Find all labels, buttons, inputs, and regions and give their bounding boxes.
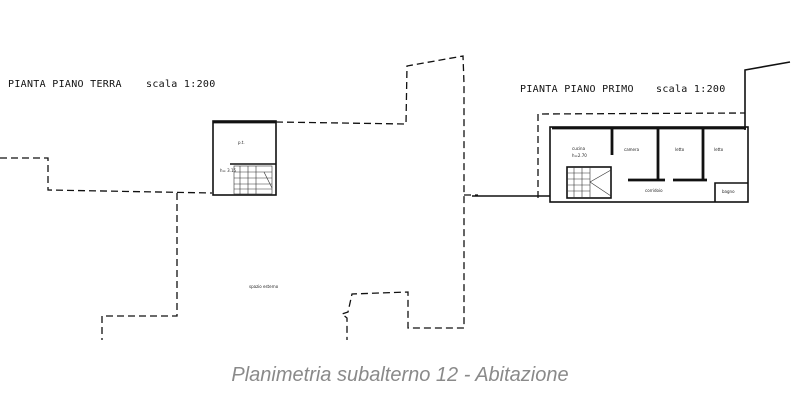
room-height-label: h=2.70 xyxy=(572,153,587,158)
property-boundary-right xyxy=(275,55,465,340)
caption: Planimetria subalterno 12 - Abitazione xyxy=(231,364,569,386)
staircase-ground xyxy=(233,165,273,195)
neighbour-boundary xyxy=(744,61,791,130)
property-boundary-lower-left xyxy=(101,193,178,340)
first-floor-plan: PIANTA PIANO PRIMO scala 1:200 cucina h=… xyxy=(472,61,791,203)
bathroom-wall xyxy=(714,182,748,202)
courtyard-label: spazio esterno xyxy=(249,284,279,289)
room-label-bathroom: bagno xyxy=(722,189,735,194)
ground-floor-plan: PIANTA PIANO TERRA scala 1:200 p.t. h= 3… xyxy=(0,55,478,340)
room-label-corridor: corridoio xyxy=(645,188,663,193)
height-label: h= 3.15 xyxy=(220,168,237,173)
ground-floor-title: PIANTA PIANO TERRA xyxy=(8,79,122,90)
staircase-first xyxy=(566,166,612,199)
property-boundary-left xyxy=(0,157,213,194)
room-label-bedroom-2: letto xyxy=(675,147,685,152)
ground-floor-scale: scala 1:200 xyxy=(146,79,216,90)
room-label-kitchen: cucina xyxy=(572,146,586,151)
room-label-bedroom: camera xyxy=(624,147,640,152)
first-floor-title: PIANTA PIANO PRIMO xyxy=(520,84,634,95)
first-floor-boundary xyxy=(537,112,746,198)
room-label-bedroom-3: letto xyxy=(714,147,724,152)
room-label: p.t. xyxy=(238,140,245,145)
first-floor-scale: scala 1:200 xyxy=(656,84,726,95)
